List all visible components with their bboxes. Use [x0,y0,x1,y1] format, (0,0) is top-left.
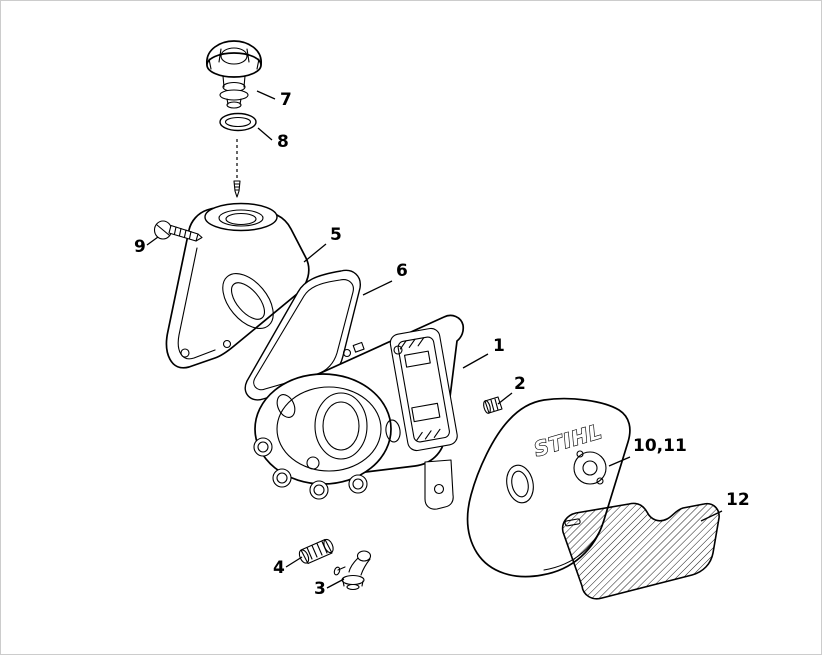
leader-line-10,11 [608,456,631,467]
leader-line-1 [462,353,489,369]
leader-line-5 [303,243,327,263]
callout-3: 3 [314,579,326,599]
assembly-axis [233,139,241,198]
leader-line-2 [497,392,513,405]
part-elbow-connector [333,550,372,591]
callout-1: 1 [493,336,505,356]
leader-line-8 [257,127,273,141]
part-tank-housing [165,202,310,369]
callout-5: 5 [330,225,342,245]
part-screw [153,220,203,242]
leader-line-7 [256,90,276,100]
callout-9: 9 [134,237,146,257]
callout-7: 7 [280,90,292,110]
leader-line-6 [362,280,393,296]
part-sealing-ring [219,112,257,132]
callout-10,11: 10,11 [633,436,687,456]
callout-6: 6 [396,261,408,281]
callout-8: 8 [277,132,289,152]
leader-line-4 [285,556,303,568]
part-fuel-cap [206,40,262,109]
callout-layer: 7 8 9 5 6 12 10,11 12 4 3 [134,90,750,599]
callout-12: 12 [726,490,750,510]
leader-line-3 [326,578,345,589]
part-threaded-nipple [298,538,334,565]
leader-line-12 [700,510,723,522]
housing-channel [389,327,458,452]
part-grip-pad [561,502,720,600]
leader-line-9 [146,236,159,246]
callout-2: 2 [514,374,526,394]
part-main-housing [253,314,465,510]
part-plug-screw [483,396,503,414]
callout-4: 4 [273,558,285,578]
